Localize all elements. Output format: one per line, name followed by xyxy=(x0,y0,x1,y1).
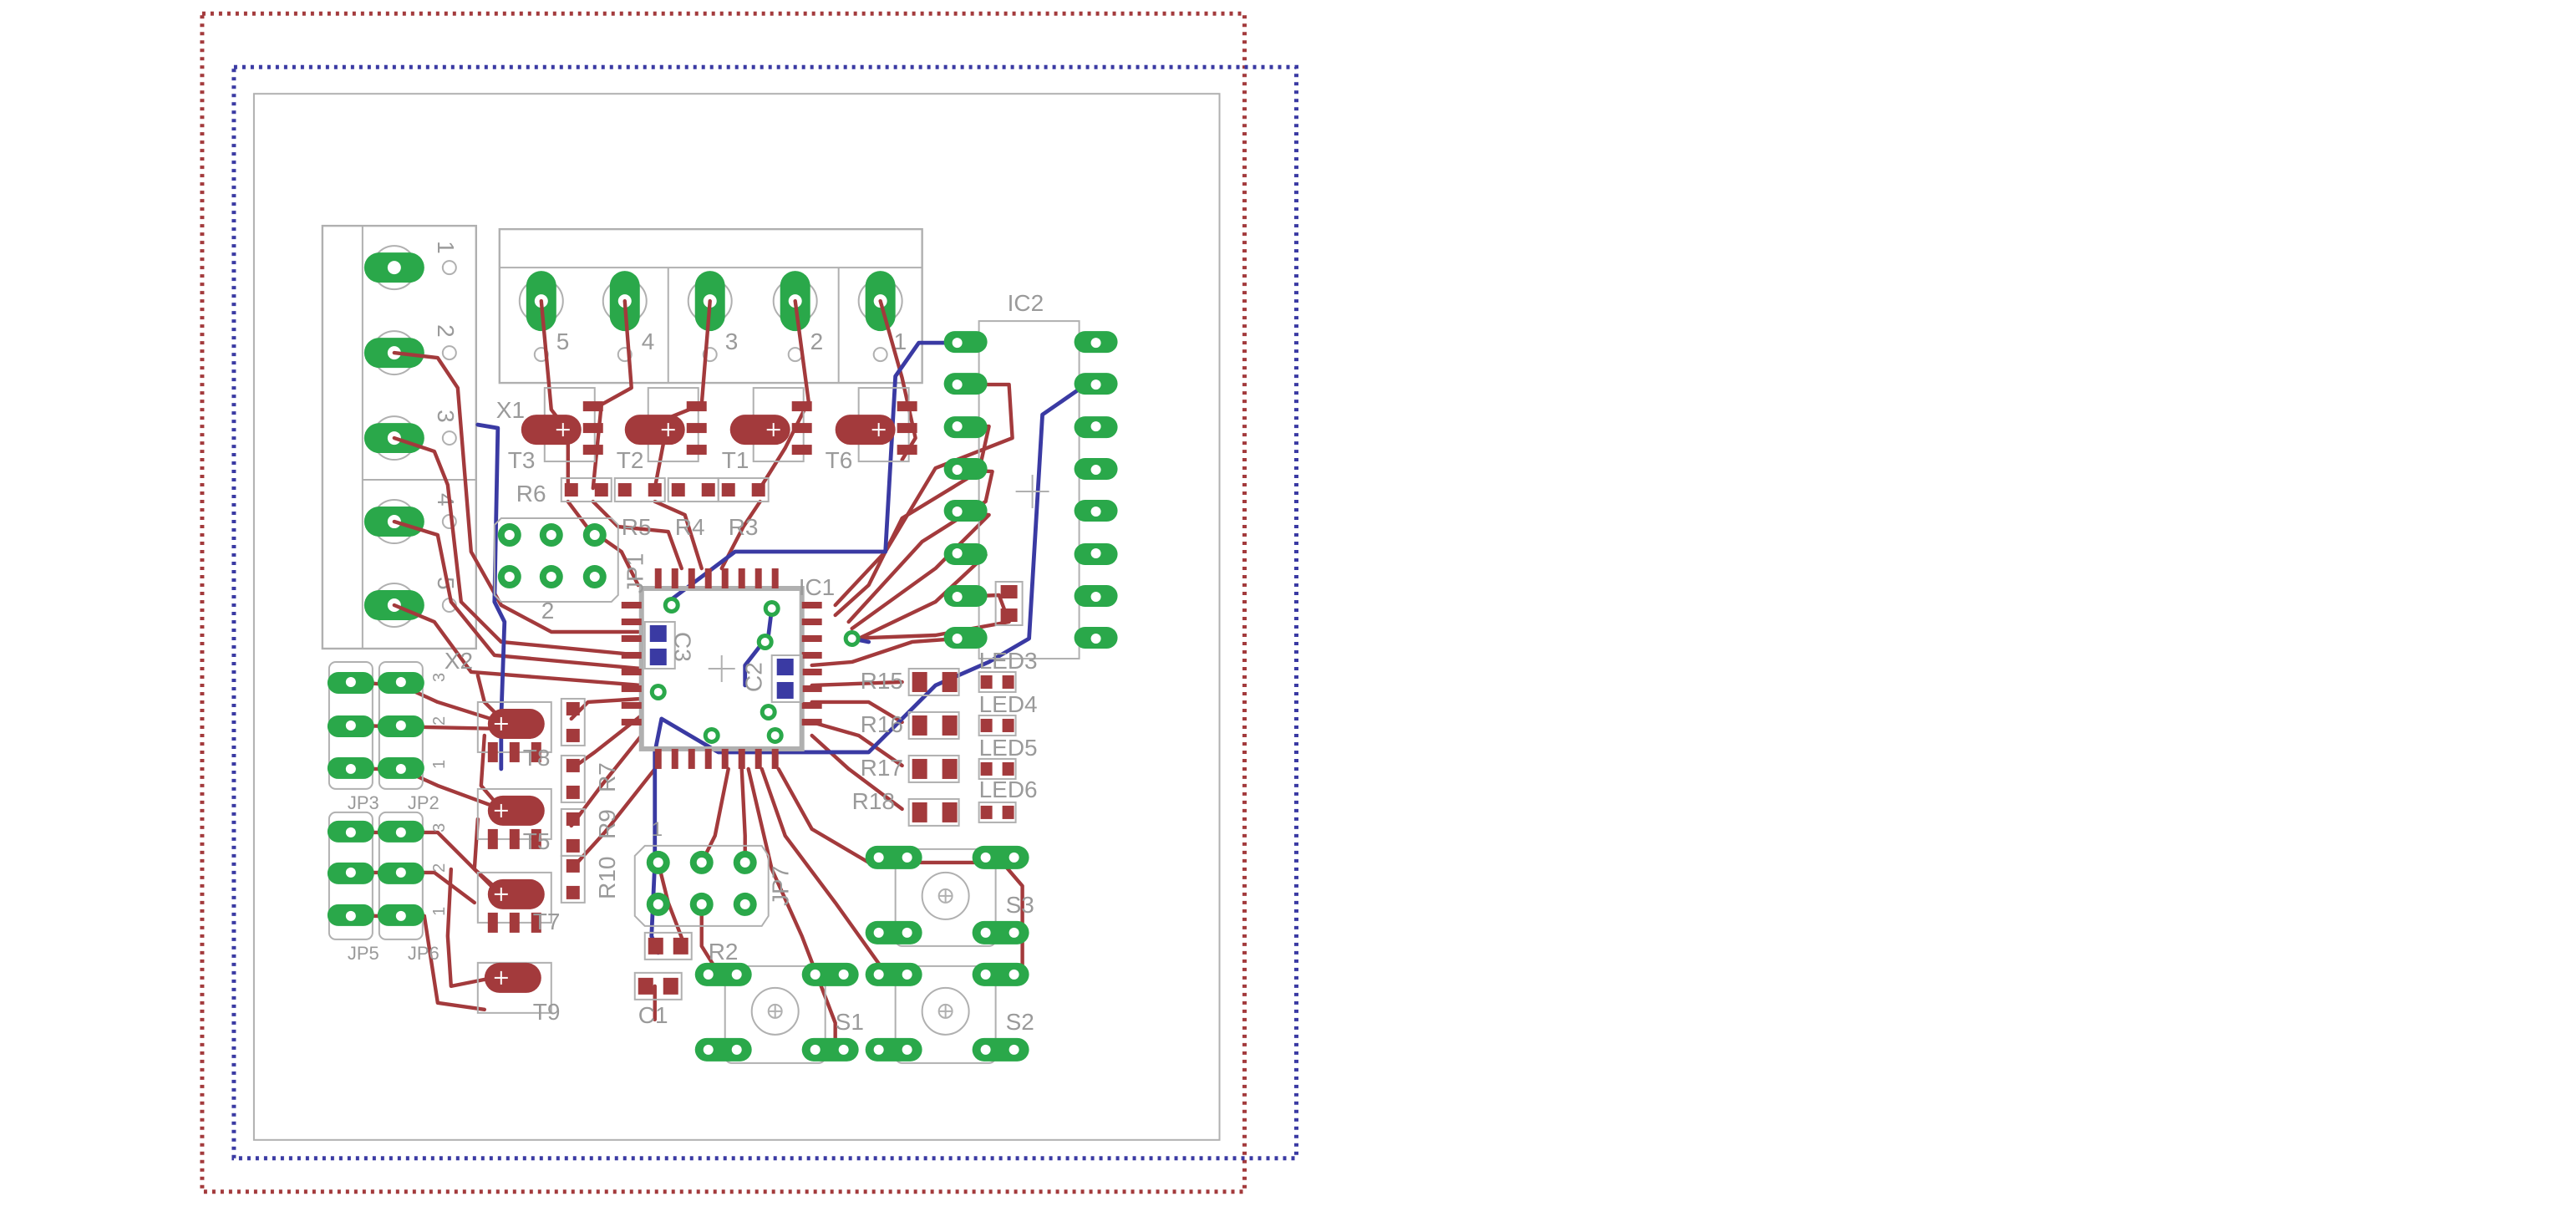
capacitor-c2 xyxy=(770,654,803,703)
label-led4: LED4 xyxy=(979,691,1038,717)
label-t5: T5 xyxy=(523,828,551,854)
transistor-t3 xyxy=(521,387,603,463)
label-r16: R16 xyxy=(861,711,903,737)
push-button-s2 xyxy=(865,962,1029,1064)
label-c3: C3 xyxy=(670,632,696,662)
top-terminal-number-1: 1 xyxy=(894,328,907,354)
transistor-t7 xyxy=(476,871,552,933)
bottom-layer-dotted-outline xyxy=(231,64,1298,1161)
label-r3: R3 xyxy=(729,514,759,540)
left-terminal-small-holes xyxy=(441,260,457,613)
label-s3: S3 xyxy=(1006,892,1034,918)
label-x1: X1 xyxy=(496,397,525,423)
label-ic1: IC1 xyxy=(799,574,836,600)
header-jp7 xyxy=(633,844,770,927)
left-terminal-number-3: 3 xyxy=(433,410,459,423)
ic2-dip-chip xyxy=(943,320,1118,659)
label-c1: C1 xyxy=(638,1002,668,1028)
label-jp-row-3b: 3 xyxy=(430,823,449,832)
transistor-t8 xyxy=(476,700,552,762)
label-jp7: JP7 xyxy=(768,866,794,906)
label-led5: LED5 xyxy=(979,735,1038,761)
label-s1: S1 xyxy=(836,1009,864,1035)
label-led6: LED6 xyxy=(979,776,1038,802)
label-led3: LED3 xyxy=(979,648,1038,674)
resistor-led-column xyxy=(907,581,1024,827)
label-jp6: JP6 xyxy=(408,943,439,964)
left-terminal-block: 1 2 3 4 5 xyxy=(321,224,478,650)
label-jp7-pin1: 1 xyxy=(652,818,663,841)
label-jp2: JP2 xyxy=(408,792,439,813)
headers-jp3-jp6 xyxy=(327,660,424,940)
label-r7: R7 xyxy=(594,762,620,792)
transistor-t9 xyxy=(476,961,552,1014)
top-terminal-number-2: 2 xyxy=(810,328,824,354)
label-t7: T7 xyxy=(533,909,561,934)
left-terminal-number-4: 4 xyxy=(433,493,459,507)
label-r2: R2 xyxy=(709,939,739,965)
label-x2: X2 xyxy=(445,648,473,674)
label-t1: T1 xyxy=(722,447,749,473)
resistor-column-left xyxy=(560,697,586,904)
label-jp-row-1b: 1 xyxy=(430,907,449,916)
label-r18: R18 xyxy=(852,788,895,814)
resistor-row-top xyxy=(560,477,770,503)
label-r17: R17 xyxy=(861,755,903,781)
push-button-s3 xyxy=(865,845,1029,947)
label-r6: R6 xyxy=(516,481,546,507)
label-t6: T6 xyxy=(826,447,853,473)
top-layer-dotted-outline xyxy=(200,11,1247,1194)
label-jp-row-1a: 1 xyxy=(430,760,449,769)
transistor-t6 xyxy=(835,387,917,463)
board-edge-outline xyxy=(252,93,1221,1141)
transistor-t2 xyxy=(624,387,707,463)
label-jp3: JP3 xyxy=(348,792,379,813)
transistor-t1 xyxy=(729,387,812,463)
capacitor-c3 xyxy=(643,620,676,670)
label-r15: R15 xyxy=(861,668,903,694)
header-jp1 xyxy=(493,517,619,603)
label-ic2: IC2 xyxy=(1008,290,1044,316)
top-terminal-number-4: 4 xyxy=(642,328,655,354)
label-t9: T9 xyxy=(533,999,561,1025)
label-jp1-pin2: 2 xyxy=(541,598,555,624)
capacitor-c1 xyxy=(633,971,683,1001)
label-jp-row-2a: 2 xyxy=(430,716,449,726)
label-jp1: JP1 xyxy=(622,553,648,593)
label-jp-row-2b: 2 xyxy=(430,863,449,873)
left-terminal-number-1: 1 xyxy=(433,241,459,254)
label-t2: T2 xyxy=(617,447,644,473)
label-jp-row-3a: 3 xyxy=(430,673,449,682)
top-terminal-number-5: 5 xyxy=(556,328,570,354)
transistor-t5 xyxy=(476,787,552,849)
transistor-markers xyxy=(494,423,886,985)
label-jp5: JP5 xyxy=(348,943,379,964)
component-labels: X1 T3 T2 T1 T6 R6 R5 R4 R3 IC1 IC2 JP1 2… xyxy=(348,290,1044,1035)
label-c2: C2 xyxy=(741,662,767,692)
label-r5: R5 xyxy=(622,514,652,540)
label-r10: R10 xyxy=(594,857,620,899)
label-r4: R4 xyxy=(675,514,705,540)
left-terminal-number-2: 2 xyxy=(433,324,459,338)
vias xyxy=(649,597,861,744)
top-terminal-small-holes xyxy=(533,347,888,363)
resistor-r2 xyxy=(643,931,693,960)
label-s2: S2 xyxy=(1006,1009,1034,1035)
push-button-s1 xyxy=(694,962,859,1064)
label-t3: T3 xyxy=(508,447,536,473)
label-r9: R9 xyxy=(594,809,620,839)
label-t8: T8 xyxy=(523,745,551,771)
top-terminal-number-3: 3 xyxy=(725,328,739,354)
